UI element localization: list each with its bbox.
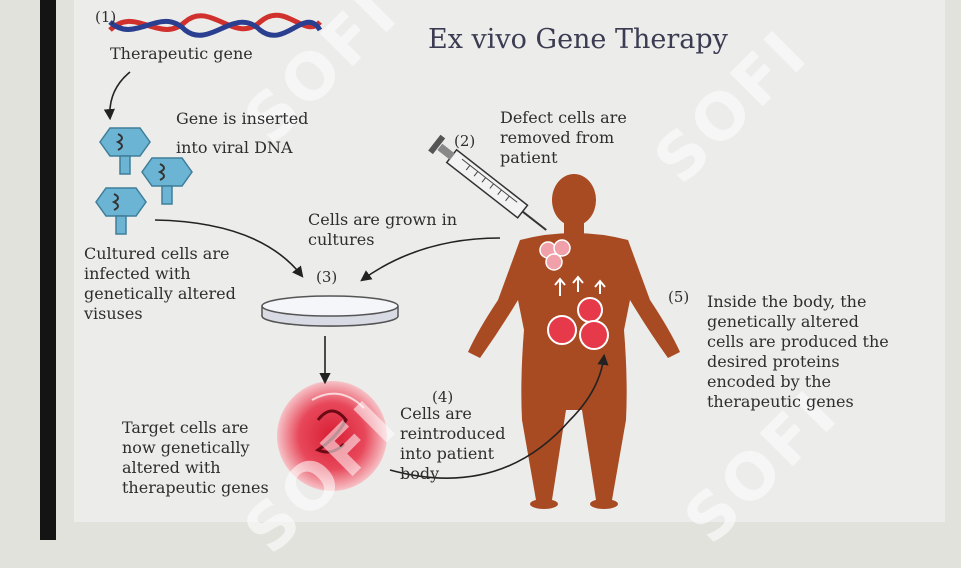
label-gene-inserted: Gene is inserted into viral DNA (176, 109, 309, 157)
diagram-title: Ex vivo Gene Therapy (428, 24, 728, 55)
label-target-cells: Target cells are now genetically altered… (122, 418, 269, 497)
slide-panel (74, 0, 945, 522)
label-inside-body: Inside the body, the genetically altered… (707, 292, 889, 411)
step-2-number: (2) (454, 132, 476, 150)
petri-dish-icon (261, 295, 399, 327)
flow-arrows (103, 71, 609, 479)
left-black-bar (40, 0, 56, 540)
step-3-number: (3) (316, 268, 338, 286)
label-defect-cells: Defect cells are removed from patient (500, 108, 627, 167)
step-4-number: (4) (432, 388, 454, 406)
target-cell-icon (277, 381, 387, 491)
label-cultured-cells: Cultured cells are infected with genetic… (84, 244, 236, 323)
label-reintroduced: Cells are reintroduced into patient body (400, 404, 506, 483)
syringe-icon (428, 134, 547, 231)
step-1-number: (1) (95, 8, 117, 26)
diagram-art (95, 12, 680, 509)
label-therapeutic-gene: Therapeutic gene (110, 44, 253, 63)
virus-icon (95, 127, 193, 235)
human-body-figure (468, 174, 680, 509)
label-cells-grown: Cells are grown in cultures (308, 210, 458, 249)
step-5-number: (5) (668, 288, 690, 306)
body-cells (539, 239, 609, 350)
dna-helix-icon (108, 12, 323, 38)
